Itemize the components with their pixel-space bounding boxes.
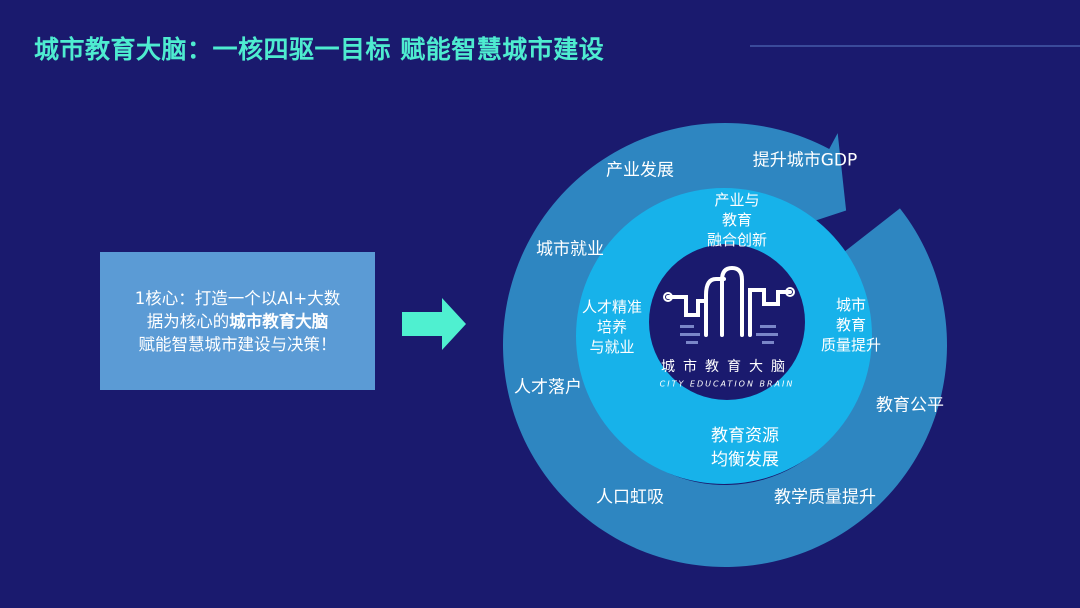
outer-label-industry: 产业发展 xyxy=(606,160,674,181)
inner-right-line: 城市 xyxy=(835,296,867,314)
inner-left-line: 培养 xyxy=(596,318,628,336)
outer-label-population: 人口虹吸 xyxy=(596,487,664,508)
right-arrow-icon xyxy=(402,298,466,350)
logo-chinese-text: 城市教育大脑 xyxy=(661,359,793,375)
core-line-2: 据为核心的城市教育大脑 xyxy=(147,310,329,333)
core-line-3: 赋能智慧城市建设与决策！ xyxy=(138,334,337,354)
logo-english-text: CITY EDUCATION BRAIN xyxy=(659,379,795,389)
inner-right-line: 质量提升 xyxy=(820,336,882,354)
core-line-1: 1核心：打造一个以AI+大数 xyxy=(134,288,341,308)
outer-label-quality: 教学质量提升 xyxy=(774,487,876,508)
outer-label-employment: 城市就业 xyxy=(536,239,604,260)
inner-label-right: 城市 教育 质量提升 xyxy=(821,295,881,355)
inner-bottom-line: 均衡发展 xyxy=(711,450,779,470)
page-title: 城市教育大脑：一核四驱一目标 赋能智慧城市建设 xyxy=(34,35,605,64)
inner-top-line: 产业与 xyxy=(714,191,760,209)
outer-label-gdp: 提升城市GDP xyxy=(752,150,858,171)
outer-label-equity: 教育公平 xyxy=(876,395,944,416)
inner-left-line: 人才精准 xyxy=(581,298,643,316)
inner-label-left: 人才精准 培养 与就业 xyxy=(582,297,642,357)
inner-left-line: 与就业 xyxy=(589,338,635,356)
core-line-2-prefix: 据为核心的 xyxy=(146,311,230,331)
center-circle xyxy=(649,244,805,400)
inner-label-bottom: 教育资源 均衡发展 xyxy=(711,424,779,472)
inner-bottom-line: 教育资源 xyxy=(711,426,779,446)
outer-label-talent: 人才落户 xyxy=(514,377,582,398)
inner-top-line: 融合创新 xyxy=(706,231,768,249)
outer-ring-arrow xyxy=(503,123,948,567)
inner-top-line: 教育 xyxy=(721,211,753,229)
city-education-brain-logo xyxy=(663,265,795,344)
inner-right-line: 教育 xyxy=(835,316,867,334)
core-description-box: 1核心：打造一个以AI+大数 据为核心的城市教育大脑 赋能智慧城市建设与决策！ xyxy=(100,252,375,390)
inner-label-top: 产业与 教育 融合创新 xyxy=(707,190,767,250)
title-divider xyxy=(750,45,1080,47)
core-line-2-bold: 城市教育大脑 xyxy=(229,311,329,331)
